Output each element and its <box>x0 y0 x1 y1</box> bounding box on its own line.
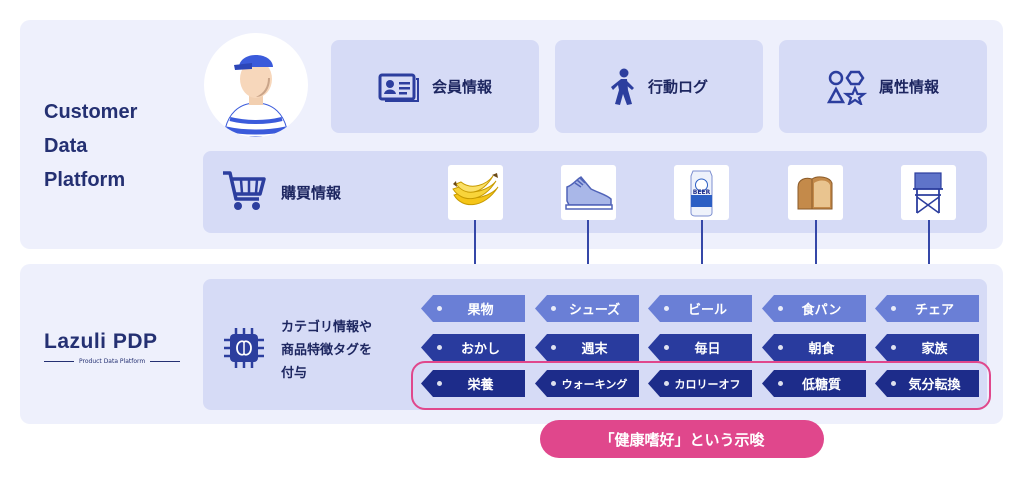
tag-label: ビール <box>687 303 727 318</box>
tag-label: チェア <box>914 303 954 318</box>
beer-icon: BEER <box>674 165 729 220</box>
product-sneaker <box>561 165 616 220</box>
tag: シューズ <box>535 295 639 322</box>
tag: おかし <box>421 334 525 361</box>
purchase-label: 購買情報 <box>281 184 342 202</box>
tag-label: ウォーキング <box>561 377 628 391</box>
health-tags-highlight <box>411 361 991 410</box>
attribute-behavior-log: 行動ログ <box>555 40 763 133</box>
tag-label: おかし <box>460 342 500 357</box>
attribute-label: 属性情報 <box>878 78 939 96</box>
connector-line <box>815 218 817 297</box>
walking-person-icon <box>610 68 636 106</box>
tag-label: 家族 <box>921 342 948 357</box>
logo-subtitle: Product Data Platform <box>44 358 180 365</box>
attribute-label: 会員情報 <box>431 78 492 96</box>
product-bread <box>788 165 843 220</box>
connector-line <box>587 218 589 297</box>
avatar <box>204 33 308 137</box>
id-card-icon <box>378 71 420 103</box>
folding-chair-icon <box>901 165 956 220</box>
attribute-demographics: 属性情報 <box>779 40 987 133</box>
tag-label: 毎日 <box>694 342 721 357</box>
tag: 毎日 <box>648 334 752 361</box>
shopping-cart-icon <box>221 169 267 217</box>
ai-chip-icon <box>220 324 268 376</box>
connector-line <box>928 218 930 297</box>
attribute-member-info: 会員情報 <box>331 40 539 133</box>
tag: 朝食 <box>762 334 866 361</box>
product-chair <box>901 165 956 220</box>
connector-line <box>701 218 703 297</box>
tag: チェア <box>875 295 979 322</box>
tag: ウォーキング <box>535 370 639 397</box>
tag: 低糖質 <box>762 370 866 397</box>
banana-icon <box>448 165 503 220</box>
insight-pill: 「健康嗜好」という示唆 <box>540 420 824 458</box>
tag: 食パン <box>762 295 866 322</box>
product-banana <box>448 165 503 220</box>
tag-label: 朝食 <box>808 342 835 357</box>
tag-label: 低糖質 <box>801 378 841 393</box>
tag: 栄養 <box>421 370 525 397</box>
tag: カロリーオフ <box>648 370 752 397</box>
tag-label: カロリーオフ <box>674 377 741 391</box>
tag-label: 果物 <box>467 303 494 318</box>
tag-label: 食パン <box>801 303 842 318</box>
tagging-label: カテゴリ情報や 商品特徴タグを 付与 <box>281 320 373 381</box>
tag-label: シューズ <box>568 303 621 318</box>
tag: 気分転換 <box>875 370 979 397</box>
beer-label: BEER <box>693 189 711 196</box>
tag: 週末 <box>535 334 639 361</box>
tag: 果物 <box>421 295 525 322</box>
product-beer: BEER <box>674 165 729 220</box>
bread-icon <box>788 165 843 220</box>
connector-line <box>474 218 476 297</box>
tag: ビール <box>648 295 752 322</box>
sneaker-icon <box>561 165 616 220</box>
shapes-icon <box>826 69 867 105</box>
tag-label: 気分転換 <box>908 378 961 393</box>
pdp-logo: Lazuli PDP Product Data Platform <box>44 330 180 365</box>
tag: 家族 <box>875 334 979 361</box>
tag-label: 栄養 <box>467 378 494 393</box>
logo-name: Lazuli PDP <box>44 330 158 353</box>
tag-label: 週末 <box>581 342 608 357</box>
cdp-title: Customer Data Platform <box>44 101 138 191</box>
attribute-label: 行動ログ <box>647 78 708 96</box>
